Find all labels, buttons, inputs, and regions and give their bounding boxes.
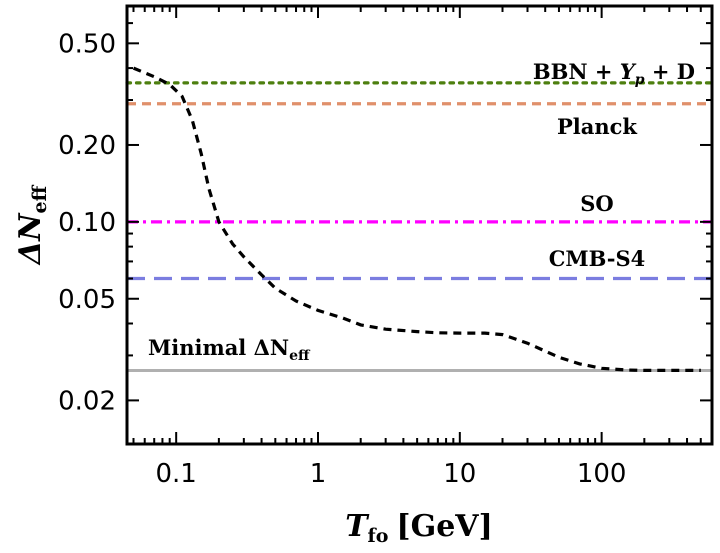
y-tick-label: 0.02	[58, 386, 116, 416]
bbn-label: BBN + Yp + D	[533, 59, 695, 88]
plot-frame	[125, 4, 714, 446]
cmb-s4-label: CMB-S4	[549, 246, 646, 271]
x-tick-labels: 0.1 1 10 100	[156, 459, 627, 489]
y-tick-label: 0.20	[58, 131, 116, 161]
y-tick-label: 0.50	[58, 29, 116, 59]
y-tick-label: 0.10	[58, 208, 116, 238]
x-axis-title: Tfo[GeV]	[345, 509, 493, 547]
x-tick-label: 0.1	[156, 459, 197, 489]
x-tick-label: 100	[577, 459, 627, 489]
so-label: SO	[580, 191, 613, 216]
x-tick-label: 1	[310, 459, 327, 489]
y-tick-label: 0.05	[58, 285, 116, 315]
x-tick-label: 10	[443, 459, 476, 489]
reference-lines	[125, 81, 714, 372]
ticks	[127, 6, 713, 444]
y-tick-labels: 0.02 0.05 0.10 0.20 0.50	[58, 29, 116, 416]
planck-label: Planck	[557, 114, 637, 139]
minimal-label: Minimal ΔNeff	[148, 335, 311, 364]
y-axis-title: ΔNeff	[13, 184, 51, 266]
